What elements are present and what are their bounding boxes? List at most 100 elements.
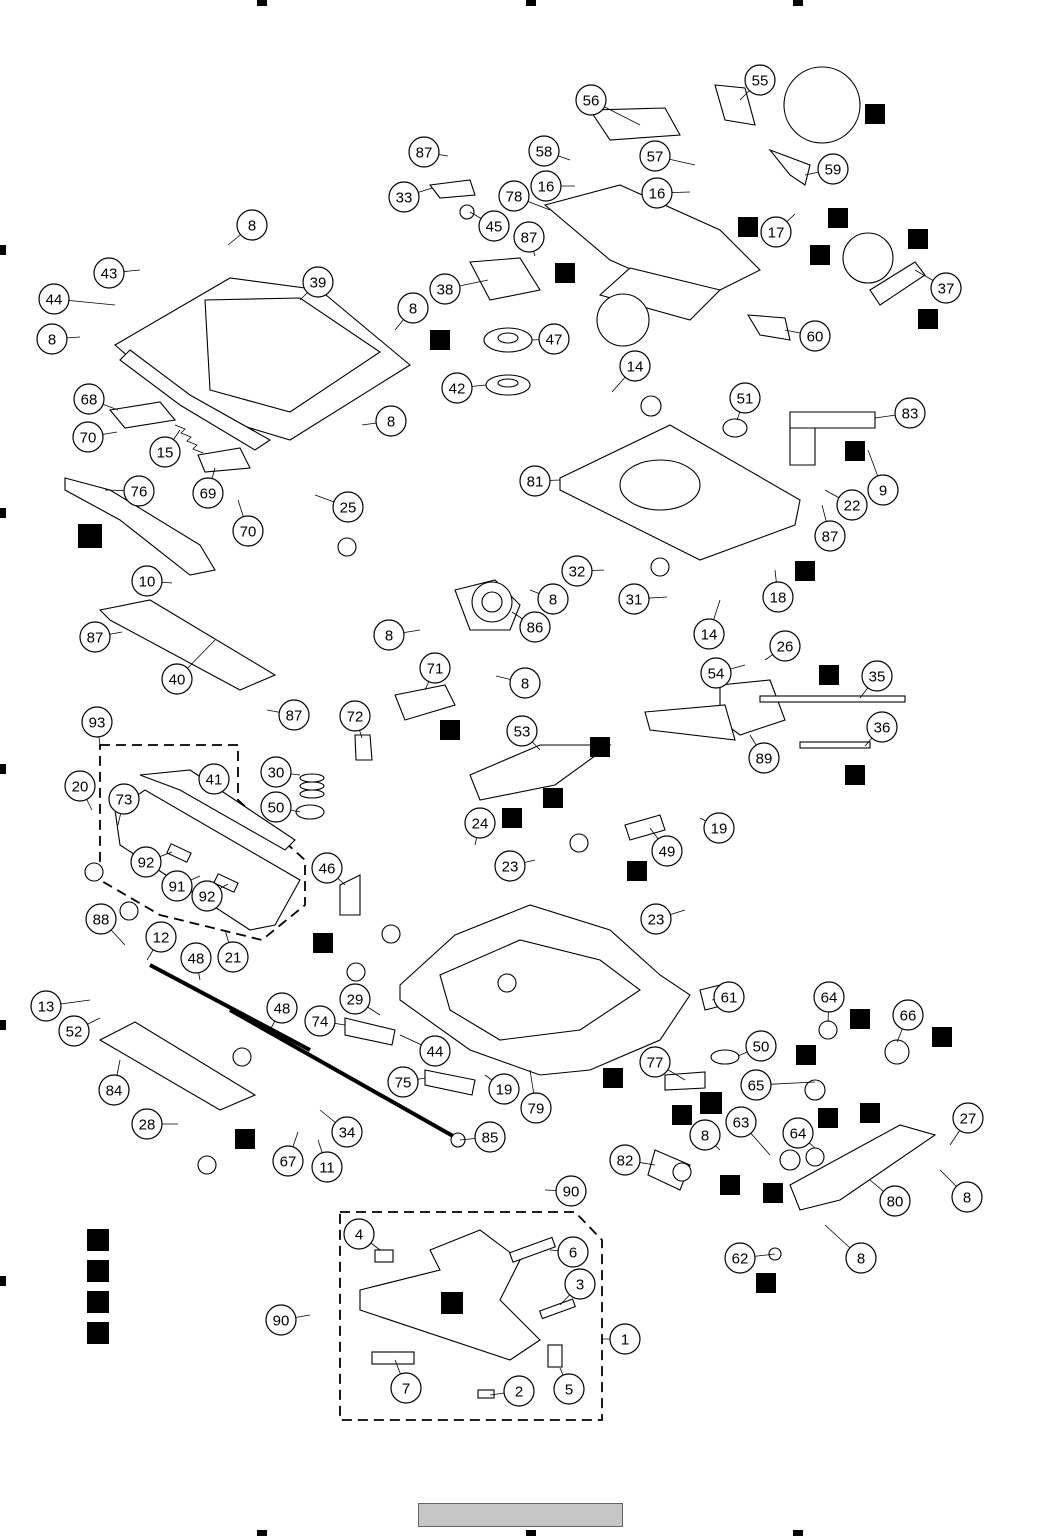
callout-number: 48 [188,951,205,968]
callout-circle [866,711,898,743]
callout-number: 16 [538,179,555,196]
callout-number: 46 [319,861,336,878]
callout-number: 32 [569,564,586,581]
callout-29: 29 [339,983,371,1015]
callout-circle [332,491,364,523]
callout-39: 39 [302,266,334,298]
callout-45: 45 [478,210,510,242]
callout-circle [130,846,162,878]
callout-circle [564,1268,596,1300]
callout-circle [191,880,223,912]
callout-69: 69 [192,477,224,509]
callout-circle [419,1035,451,1067]
callout-78: 78 [498,180,530,212]
callout-76: 76 [123,475,155,507]
callout-88: 88 [85,903,117,935]
callout-number: 87 [87,630,104,647]
callout-number: 41 [206,772,223,789]
callout-15: 15 [149,436,181,468]
callout-27: 27 [952,1102,984,1134]
callout-number: 66 [900,1008,917,1025]
part-46 [339,874,361,916]
callout-circle [149,436,181,468]
callout-number: 65 [748,1078,765,1095]
callout-circle [265,1304,297,1336]
callout-number: 40 [169,672,186,689]
callout-8: 8 [951,1181,983,1213]
callout-16: 16 [641,177,673,209]
callout-circle [478,210,510,242]
lubricant-icons [235,104,952,1293]
callout-circle [236,209,268,241]
callout-circle [488,1073,520,1105]
callout-number: 75 [395,1075,412,1092]
callout-circle [64,770,96,802]
guide-shaft-36 [799,741,871,749]
gear-64a [818,1020,838,1040]
callout-circle [782,1117,814,1149]
callout-number: 8 [549,592,557,609]
callout-number: 93 [89,715,106,732]
callout-number: 87 [286,708,303,725]
callout-number: 59 [825,162,842,179]
washer-42-hole [497,378,519,388]
callout-number: 17 [768,225,785,242]
callout-circle [553,1373,585,1405]
callout-circle [867,474,899,506]
callout-number: 42 [449,381,466,398]
callout-77: 77 [639,1046,671,1078]
assembly-outline-1 [339,1211,603,1421]
part-59 [768,148,811,186]
callout-number: 86 [527,620,544,637]
callout-circle [131,565,163,597]
callout-56: 56 [575,84,607,116]
callout-number: 90 [273,1313,290,1330]
callout-number: 28 [139,1117,156,1134]
callout-67: 67 [272,1145,304,1177]
callout-circle [311,1151,343,1183]
callout-23: 23 [640,903,672,935]
callout-circle [513,221,545,253]
callout-14: 14 [619,350,651,382]
callout-circle [618,583,650,615]
callout-13: 13 [30,990,62,1022]
callout-circle [557,1236,589,1268]
callout-21: 21 [217,941,249,973]
shaft-48a [149,963,311,1052]
callout-circle [519,611,551,643]
callout-number: 47 [546,332,563,349]
legend-icons [87,1229,109,1344]
callout-20: 20 [64,770,96,802]
callout-circle [388,181,420,213]
callout-47: 47 [538,323,570,355]
part-72 [354,734,373,761]
callout-circle [640,903,672,935]
callout-30: 30 [260,756,292,788]
callout-circle [740,1069,772,1101]
callout-circle [952,1102,984,1134]
callout-number: 31 [626,592,643,609]
callout-32: 32 [561,555,593,587]
callout-number: 70 [80,430,97,447]
callout-circle [930,272,962,304]
callout-circle [272,1145,304,1177]
callout-number: 50 [753,1039,770,1056]
callout-18: 18 [762,581,794,613]
motor-82 [647,1149,692,1191]
callout-48: 48 [266,992,298,1024]
callout-8: 8 [373,619,405,651]
mechanism-frame-81 [559,424,801,561]
callout-36: 36 [866,711,898,743]
callout-circle [98,1074,130,1106]
callout-circle [331,1116,363,1148]
callout-circle [528,135,560,167]
callout-circle [530,170,562,202]
page-footer-box [418,1503,623,1527]
callout-number: 3 [576,1277,584,1294]
callout-72: 72 [339,700,371,732]
tray-41 [114,769,301,931]
callout-number: 60 [807,329,824,346]
callout-number: 8 [387,414,395,431]
cap-51 [722,418,748,438]
